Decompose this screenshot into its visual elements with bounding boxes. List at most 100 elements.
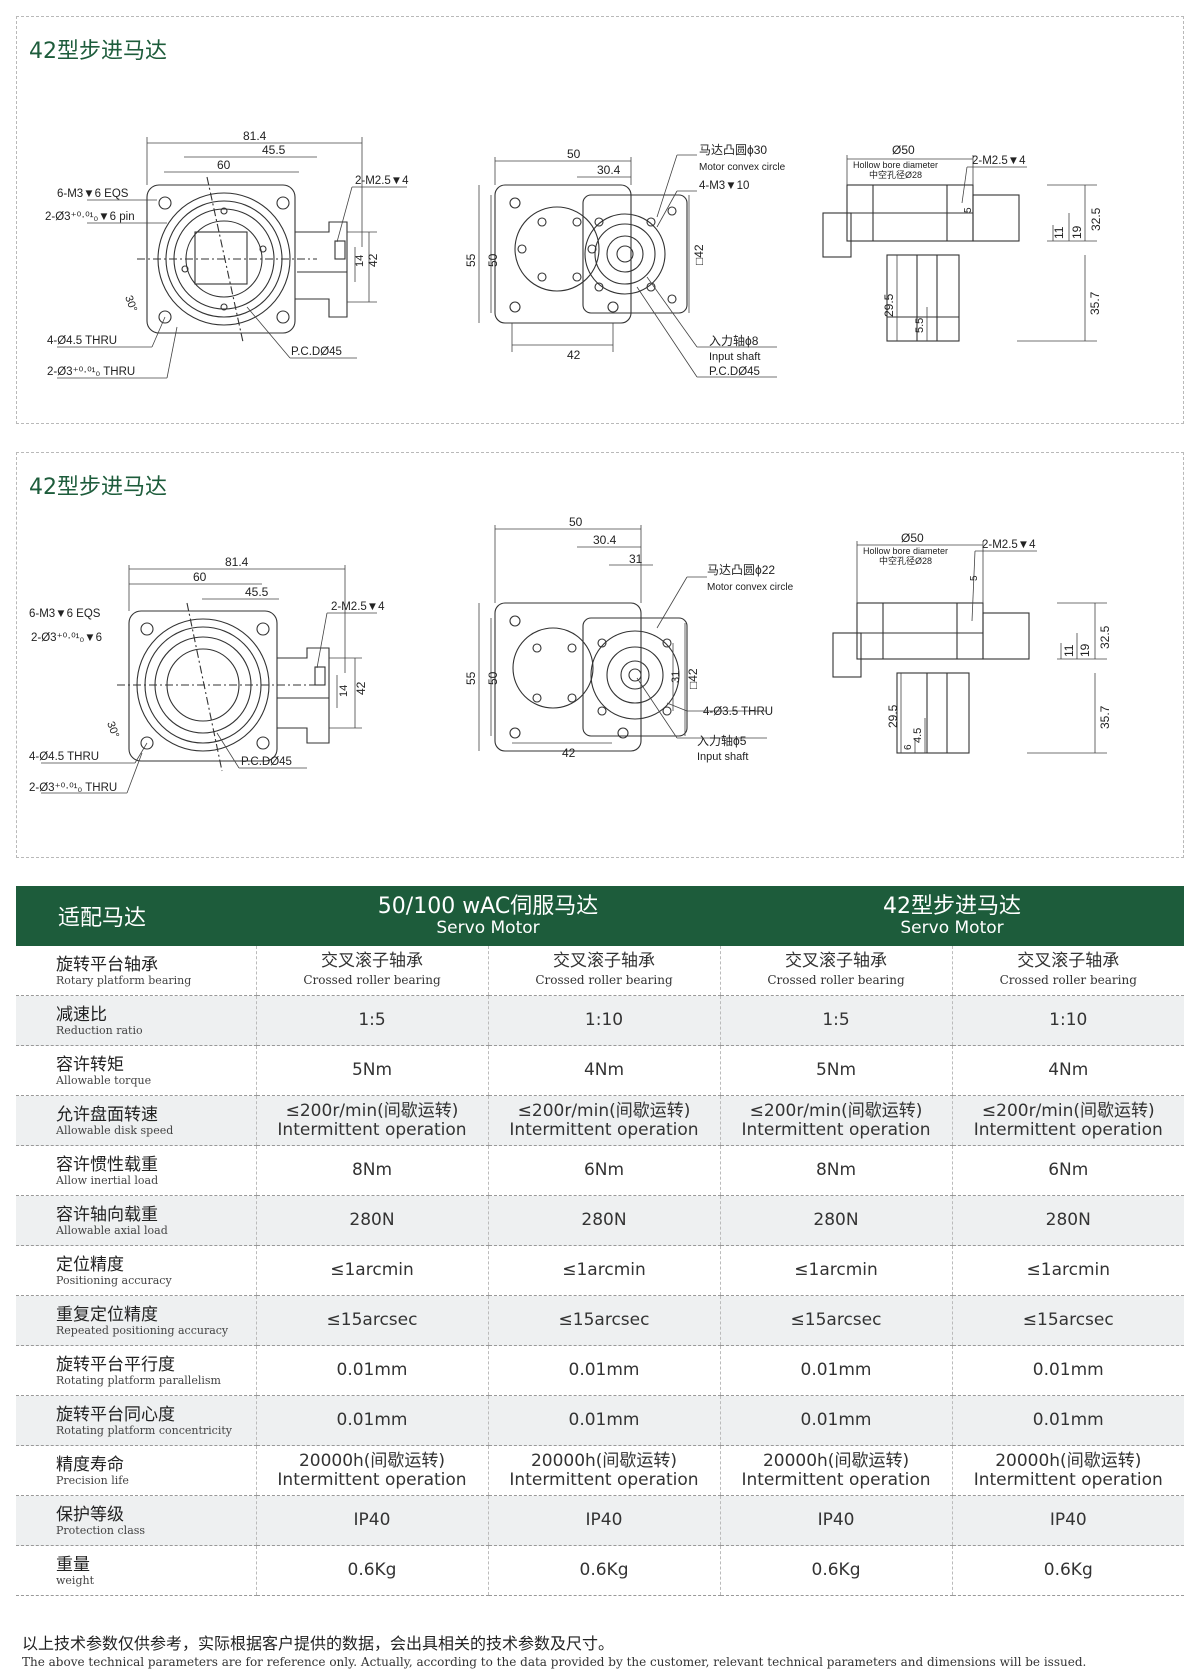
table-cell: 0.01mm: [719, 1395, 953, 1446]
cell-text: ≤1arcmin: [794, 1260, 878, 1280]
cell-text: 4Nm: [583, 1060, 625, 1080]
cell-text: 1:5: [358, 1010, 386, 1030]
cell-text: IP40: [585, 1510, 623, 1530]
label-m25: 2-M2.5▼4: [982, 539, 1036, 551]
table-cell: ≤15arcsec: [719, 1295, 953, 1346]
cell-text: 交叉滚子轴承: [321, 950, 423, 971]
dim-55: 55: [464, 671, 478, 685]
cell-text: Crossed roller bearing: [303, 972, 441, 987]
cell-text: ≤200r/min(间歇运转): [749, 1100, 923, 1121]
table-cell: ≤200r/min(间歇运转)Intermittent operation: [719, 1095, 953, 1146]
label-convex-cn: 马达凸圆ϕ30: [699, 143, 767, 157]
dim-50: 50: [567, 147, 581, 161]
dim-42: 42: [366, 253, 380, 267]
row-label-cn: 旋转平台同心度: [56, 1404, 175, 1425]
row-label-en: Allowable axial load: [56, 1223, 168, 1237]
dim-30-4: 30.4: [597, 163, 621, 177]
header-stepper-group: 42型步进马达 Servo Motor: [720, 886, 1185, 946]
cell-text: 6Nm: [1048, 1160, 1089, 1180]
table-cell: 8Nm: [719, 1145, 953, 1196]
bottom-view-2: 50 30.4 31 31 55 50 42 □42 马达凸圆ϕ22 Motor…: [464, 515, 794, 763]
cell-text: ≤15arcsec: [790, 1310, 882, 1330]
dim-4-5: 4.5: [912, 728, 924, 743]
spec-table: 适配马达 50/100 wAC伺服马达 Servo Motor 42型步进马达 …: [16, 886, 1185, 1596]
cell-text: Crossed roller bearing: [767, 972, 905, 987]
dim-45-5: 45.5: [245, 585, 269, 599]
dim-50: 50: [569, 515, 583, 529]
header-servo-group: 50/100 wAC伺服马达 Servo Motor: [256, 886, 721, 946]
label-convex-en: Motor convex circle: [699, 162, 786, 173]
row-label-cn: 重量: [56, 1554, 90, 1575]
cell-text: 280N: [581, 1210, 627, 1230]
side-view-2: Ø50 Hollow bore diameter 中空孔径Ø28 2-M2.5▼…: [832, 531, 1112, 754]
label-thru3: 2-Ø3⁺⁰·⁰¹₀ THRU: [47, 366, 135, 378]
label-m25: 2-M2.5▼4: [355, 175, 409, 187]
cell-text: ≤200r/min(间歇运转): [981, 1100, 1155, 1121]
cell-text: 0.01mm: [568, 1360, 640, 1380]
cell-text: 20000h(间歇运转): [530, 1450, 678, 1471]
dim-5-5: 5.5: [914, 318, 926, 333]
table-cell: 1:5: [719, 995, 953, 1046]
table-cell: ≤15arcsec: [255, 1295, 488, 1346]
angle-30: 30°: [104, 720, 121, 740]
cell-text: IP40: [353, 1510, 391, 1530]
cell-text: 8Nm: [815, 1160, 857, 1180]
cell-text: 20000h(间歇运转): [298, 1450, 446, 1471]
dim-d50: Ø50: [901, 531, 924, 545]
cell-text: ≤15arcsec: [558, 1310, 650, 1330]
angle-30: 30°: [122, 294, 139, 314]
label-shaft-cn: 入力轴ϕ8: [709, 333, 759, 348]
cell-text: 20000h(间歇运转): [762, 1450, 910, 1471]
dim-60: 60: [193, 570, 207, 584]
cell-text: 0.6Kg: [579, 1560, 629, 1580]
cell-text: 0.6Kg: [1043, 1560, 1093, 1580]
label-convex-cn: 马达凸圆ϕ22: [707, 563, 775, 577]
row-label-cn: 保护等级: [56, 1504, 124, 1525]
dim-31: 31: [629, 552, 643, 566]
cell-text: 1:10: [584, 1010, 624, 1030]
table-cell: ≤15arcsec: [951, 1295, 1185, 1346]
table-cell: 280N: [487, 1195, 721, 1246]
cell-text: 1:5: [822, 1010, 850, 1030]
label-pcd: P.C.DØ45: [291, 346, 342, 358]
row-label-en: Precision life: [56, 1473, 129, 1487]
label-thru3: 2-Ø3⁺⁰·⁰¹₀ THRU: [29, 782, 117, 794]
dim-32-5: 32.5: [1098, 625, 1112, 649]
row-label-cn: 容许惯性载重: [56, 1154, 158, 1175]
label-convex-en: Motor convex circle: [707, 582, 794, 593]
dim-42: 42: [562, 746, 576, 760]
cell-text: 280N: [813, 1210, 859, 1230]
table-cell: 0.01mm: [951, 1345, 1185, 1396]
table-cell: 0.6Kg: [487, 1545, 721, 1596]
dim-35-7: 35.7: [1098, 705, 1112, 729]
cell-text: 4Nm: [1048, 1060, 1089, 1080]
table-cell: 280N: [255, 1195, 488, 1246]
row-label-cn: 重复定位精度: [56, 1304, 158, 1325]
table-cell: 280N: [719, 1195, 953, 1246]
dim-29-5: 29.5: [886, 704, 900, 728]
label-m3: 4-M3▼10: [699, 180, 749, 192]
dim-45-5: 45.5: [262, 143, 286, 157]
cell-text: 20000h(间歇运转): [995, 1450, 1142, 1471]
table-cell: ≤1arcmin: [255, 1245, 488, 1296]
header-adapted-motor: 适配马达: [16, 886, 256, 946]
row-label-en: Rotary platform bearing: [56, 973, 192, 987]
row-label-en: Protection class: [56, 1523, 146, 1537]
cell-text: 1:10: [1049, 1010, 1088, 1030]
row-label-en: Rotating platform parallelism: [56, 1373, 221, 1387]
cell-text: 280N: [1045, 1210, 1091, 1230]
dim-32-5: 32.5: [1089, 207, 1103, 231]
drawing-panel-2: 42型步进马达 81.4 60 45.5: [16, 452, 1184, 858]
cell-text: ≤15arcsec: [1022, 1310, 1114, 1330]
dim-42: 42: [354, 681, 368, 695]
cell-text: 0.01mm: [1032, 1360, 1104, 1380]
row-label-en: Allowable disk speed: [56, 1123, 174, 1137]
